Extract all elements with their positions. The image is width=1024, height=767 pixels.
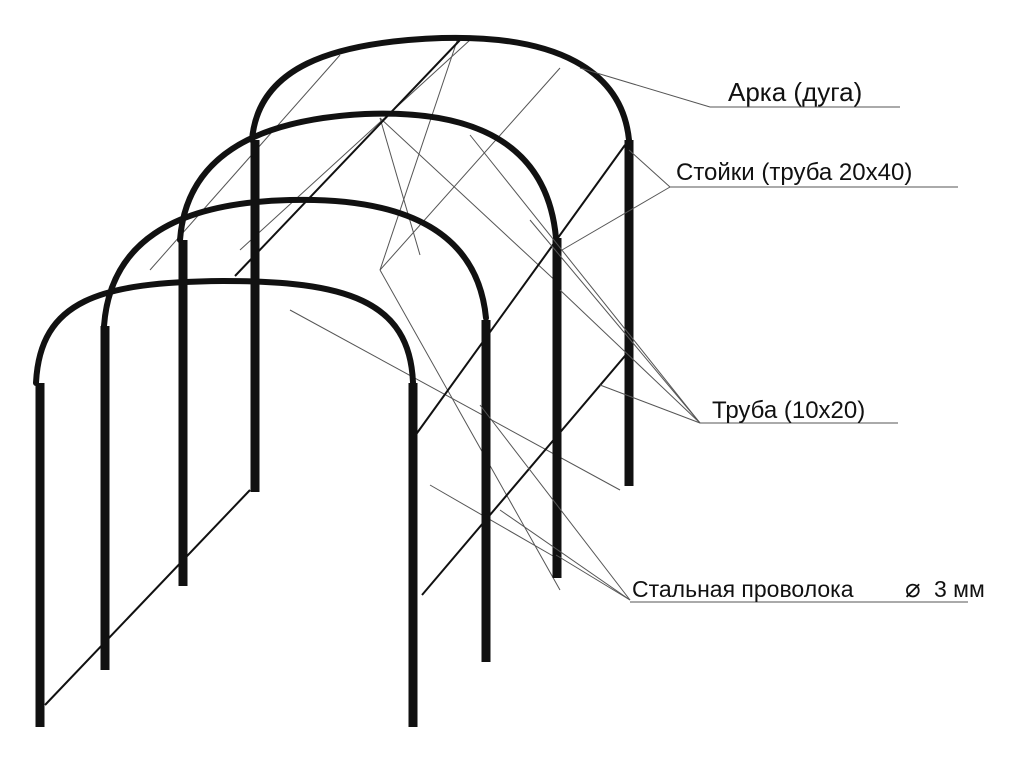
posts — [35, 140, 634, 727]
label-wire-size: 3 мм — [934, 576, 985, 602]
longitudinal-pipes — [44, 39, 631, 706]
leader-pipe — [529, 219, 701, 424]
wire-line — [379, 117, 561, 286]
arch-2 — [101, 196, 489, 329]
leader-arch — [579, 67, 711, 108]
leader-wire — [499, 509, 631, 601]
leader-pipe — [559, 289, 701, 424]
arch-4 — [249, 34, 632, 143]
label-wire: Стальная проволока — [632, 576, 854, 602]
wire-line — [379, 67, 561, 271]
wire-line — [379, 117, 421, 256]
callout-labels: Арка (дуга) Стойки (труба 20х40) Труба (… — [632, 77, 985, 603]
arch-3 — [177, 110, 559, 243]
left-base-pipe — [44, 489, 251, 706]
wire-line — [289, 309, 621, 491]
leader-posts — [628, 149, 671, 188]
wire-line — [239, 39, 471, 251]
wire-line — [429, 484, 561, 561]
ridge-pipe — [234, 39, 461, 277]
leader-wire — [479, 404, 631, 601]
leader-pipe — [469, 134, 701, 424]
leader-pipe — [599, 384, 701, 424]
leader-lines — [469, 67, 968, 603]
right-side-pipe — [411, 144, 626, 441]
arches — [33, 34, 632, 386]
leader-posts — [561, 186, 671, 251]
arch-1 — [33, 277, 416, 386]
steel-wires — [149, 37, 621, 591]
label-arch: Арка (дуга) — [728, 77, 862, 107]
label-posts: Стойки (труба 20х40) — [676, 159, 912, 186]
label-pipe: Труба (10х20) — [712, 397, 865, 424]
diameter-symbol: ⌀ — [905, 573, 921, 603]
wire-line — [379, 269, 561, 591]
leader-wire — [555, 554, 631, 601]
right-base-pipe — [421, 349, 631, 596]
